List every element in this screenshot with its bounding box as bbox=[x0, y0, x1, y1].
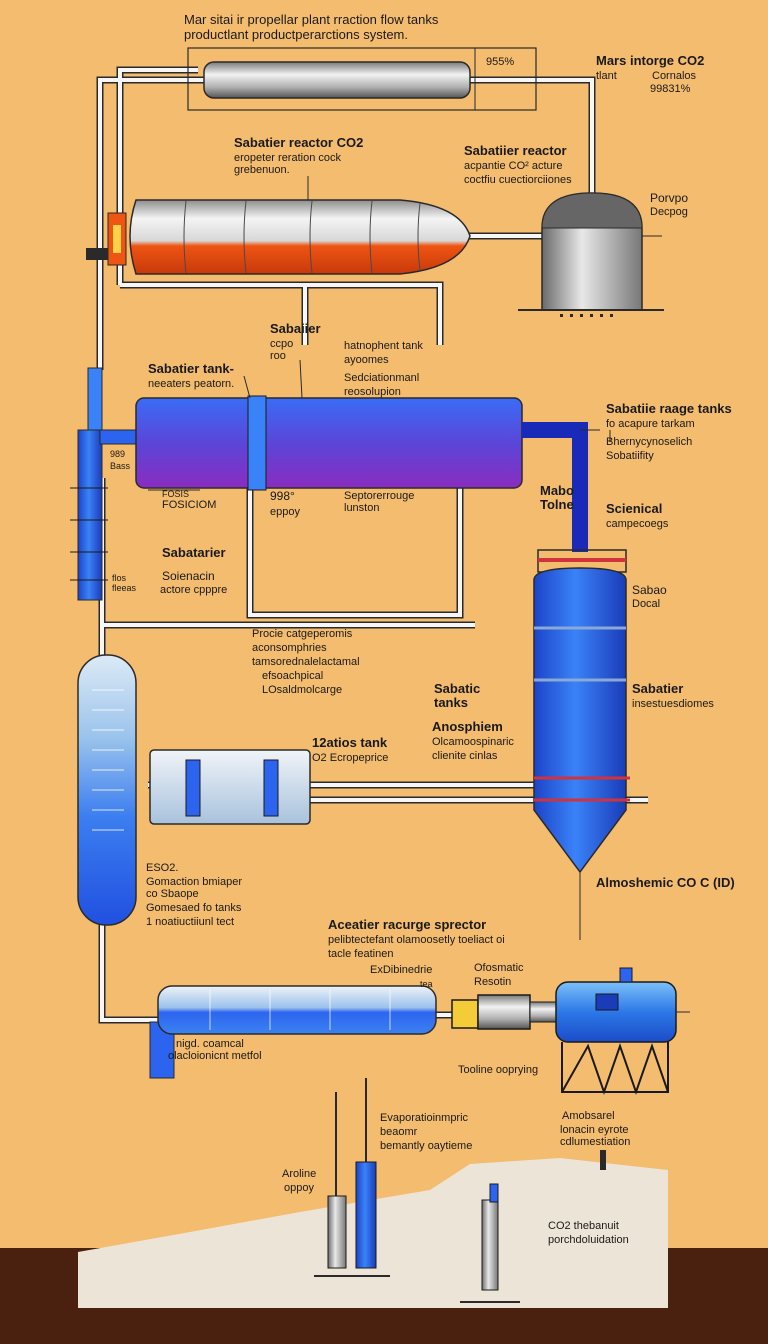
hatnophent-sub1: ayoomes bbox=[344, 354, 389, 366]
septore-sub: lunston bbox=[344, 502, 380, 514]
sabatic-sub: tanks bbox=[434, 695, 468, 710]
amobsarel-sub1: lonacin eyrote bbox=[560, 1124, 629, 1136]
sabatier-right-sub2: coctfiu cuectiorciiones bbox=[464, 174, 572, 186]
sabao-sub: Docal bbox=[632, 598, 661, 610]
fosicom-label1: FOSIS bbox=[162, 489, 190, 499]
evaporation-label: Evaporatioinmpric bbox=[380, 1112, 469, 1124]
evaporation-sub1: beaomr bbox=[380, 1126, 418, 1138]
eso2-sub4: 1 noatiuctiiunl tect bbox=[146, 916, 235, 928]
eso2-sub2: co Sbaope bbox=[146, 888, 199, 900]
top-percentage: 955% bbox=[486, 56, 515, 68]
eso2-sub3: Gomesaed fo tanks bbox=[146, 902, 242, 914]
procie-sub2: tamsorednalelactamal bbox=[252, 656, 360, 668]
range-tanks-sub1: fo acapure tarkam bbox=[606, 418, 695, 430]
hatnophent-sub2: Sedciationmanl bbox=[344, 372, 420, 384]
range-tanks-sub3: Sobatiifity bbox=[606, 450, 654, 462]
eso2-label: ESO2. bbox=[146, 862, 179, 874]
eso2-sub1: Gomaction bmiaper bbox=[146, 876, 242, 888]
left-pipe-val2: Bass bbox=[110, 461, 131, 471]
tooling-label: Tooline ooprying bbox=[458, 1064, 539, 1076]
tank12-label: 12atios tank bbox=[312, 735, 388, 750]
sabatier-tank-label: Sabatier tank- bbox=[148, 361, 234, 376]
range-tanks-label: Sabatiie raage tanks bbox=[606, 401, 732, 416]
tank12-sub: O2 Ecropeprice bbox=[312, 752, 389, 764]
procie-label: Procie catgeperomis bbox=[252, 628, 353, 640]
range-tanks-sub2: Bhernycynoselich bbox=[606, 436, 693, 448]
co2-label: CO2 thebanuit bbox=[548, 1220, 619, 1232]
soienacin-sub: actore cpppre bbox=[160, 584, 228, 596]
sabatier-reactor-sub1: eropeter reration cock bbox=[234, 152, 341, 164]
mabo-sub: Tolne bbox=[540, 497, 574, 512]
porvpo-label: Porvpo bbox=[650, 191, 689, 205]
sabatier-reactor-label: Sabatier reactor CO2 bbox=[234, 135, 364, 150]
sabatier-tank-sub: neeaters peatorn. bbox=[148, 378, 235, 390]
sabatier-right2-label: Sabatier bbox=[632, 681, 684, 696]
sabatier-right-sub1: acpantie CO² acture bbox=[464, 160, 563, 172]
aroline-sub: oppoy bbox=[284, 1182, 314, 1194]
exd-label: ExDibinedrie bbox=[370, 964, 433, 976]
mars-intake-label: Mars intorge CO2 bbox=[596, 53, 705, 68]
roo-label: roo bbox=[270, 350, 286, 362]
soienacin-label: Soienacin bbox=[162, 569, 215, 583]
scienical-label: Scienical bbox=[606, 501, 663, 516]
hatnophent-label: hatnophent tank bbox=[344, 340, 423, 352]
pct-998-label: 998° bbox=[270, 489, 295, 503]
procie-sub4: LOsaldmolcarge bbox=[262, 684, 343, 696]
ofosmatic-sub: Resotin bbox=[474, 976, 512, 988]
scienical-sub: campecoegs bbox=[606, 518, 669, 530]
nigd-label: nigd. coamcal bbox=[176, 1038, 244, 1050]
fosicom-label2: FOSICIOM bbox=[162, 499, 217, 511]
aceatier-sub1: pelibtectefant olamoosetly toeliact oi bbox=[328, 934, 505, 946]
hatnophent-sub3: reosolupion bbox=[344, 386, 401, 398]
mabo-label: Mabo bbox=[540, 483, 574, 498]
diagram-title-line2: productlant productperarctions system. bbox=[184, 27, 408, 42]
nigd-sub: olacloionicnt metfol bbox=[168, 1050, 262, 1062]
mars-intake-sub2: Cornalos bbox=[652, 70, 697, 82]
cepo-label: ccpo bbox=[270, 338, 294, 350]
procie-sub3: efsoachpical bbox=[262, 670, 324, 682]
exd-sub: tea bbox=[420, 979, 433, 989]
amobsarel-sub2: cdlumestiation bbox=[560, 1136, 631, 1148]
procie-sub1: aconsomphries bbox=[252, 642, 327, 654]
sabatarier-label: Sabatarier bbox=[162, 545, 226, 560]
anosphiem-sub1: Olcamoospinaric bbox=[432, 736, 514, 748]
left-pipe-val1: 989 bbox=[110, 449, 126, 459]
sabao-label: Sabao bbox=[632, 583, 667, 597]
atmospheric-co2-label: Almoshemic CO C (ID) bbox=[596, 875, 735, 890]
septore-label: Septorerrouge bbox=[344, 490, 415, 502]
sabatier-right-label: Sabatiier reactor bbox=[464, 143, 567, 158]
sabatier-reactor-sub2: grebenuon. bbox=[234, 164, 290, 176]
anosphiem-label: Anosphiem bbox=[432, 719, 503, 734]
anosphiem-sub2: clienite cinlas bbox=[432, 750, 498, 762]
eppoy-label: eppoy bbox=[270, 506, 300, 518]
co2-sub: porchdoluidation bbox=[548, 1234, 629, 1246]
small-flow-label1: flos bbox=[112, 573, 127, 583]
evaporation-sub2: bemantly oaytieme bbox=[380, 1140, 473, 1152]
diagram-title-line1: Mar sitai ir propellar plant rraction fl… bbox=[184, 12, 439, 27]
small-flow-label2: fleeas bbox=[112, 583, 137, 593]
sabatier-right2-sub: insestuesdiomes bbox=[632, 698, 714, 710]
aroline-label: Aroline bbox=[282, 1168, 317, 1180]
ofosmatic-label: Ofosmatic bbox=[474, 962, 524, 974]
mars-intake-sub: tlant bbox=[596, 70, 617, 82]
sabaiier-label: Sabaiier bbox=[270, 321, 321, 336]
aceatier-label: Aceatier racurge sprector bbox=[328, 917, 487, 932]
porvpo-sub: Decpog bbox=[650, 206, 688, 218]
sabatic-label: Sabatic bbox=[434, 681, 481, 696]
mars-intake-pct: 99831% bbox=[650, 83, 691, 95]
amobsarel-label: Amobsarel bbox=[562, 1110, 615, 1122]
aceatier-sub2: tacle featinen bbox=[328, 948, 394, 960]
